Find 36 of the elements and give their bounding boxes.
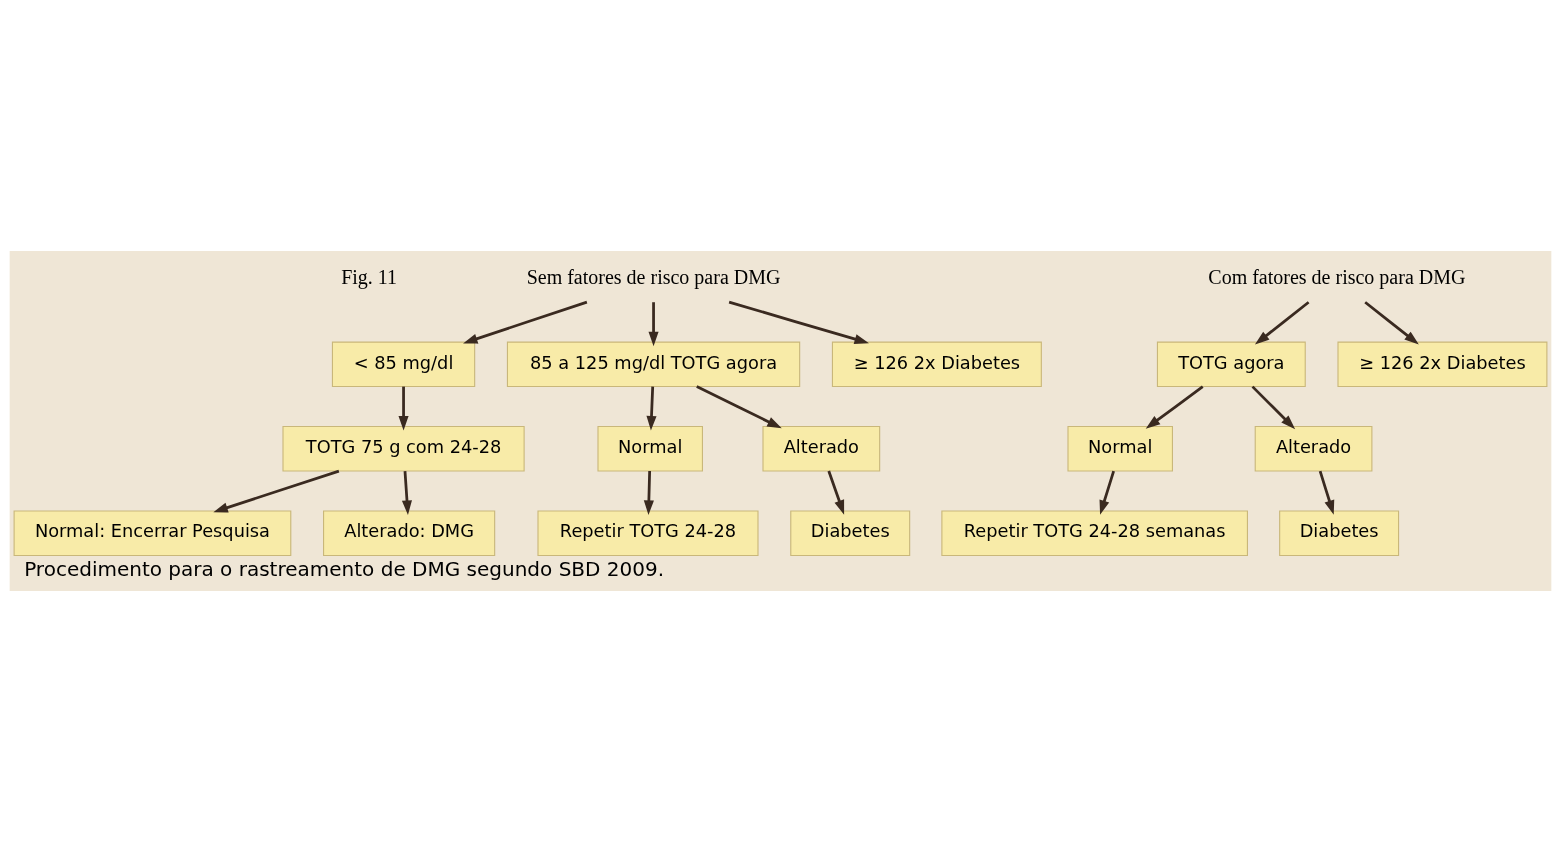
node-box: ≥ 126 2x Diabetes xyxy=(1337,341,1548,388)
node-box: ≥ 126 2x Diabetes xyxy=(831,341,1042,388)
arrow xyxy=(1099,470,1115,515)
node-box: 85 a 125 mg/dl TOTG agora xyxy=(506,341,801,388)
node-box: Diabetes xyxy=(790,510,911,556)
arrow xyxy=(646,386,657,431)
node-box: Alterado xyxy=(762,426,881,472)
arrow xyxy=(1251,385,1296,430)
node-box: Normal xyxy=(1067,426,1173,472)
arrow xyxy=(398,386,409,431)
node-box: Alterado: DMG xyxy=(323,510,496,556)
arrow xyxy=(213,469,340,513)
node-box: Normal xyxy=(597,426,703,472)
arrow xyxy=(1364,301,1419,345)
node-box: Diabetes xyxy=(1279,510,1400,556)
node-box: Repetir TOTG 24-28 semanas xyxy=(941,510,1248,556)
arrow xyxy=(696,385,782,429)
node-box: TOTG 75 g com 24-28 xyxy=(282,426,525,472)
node-text: Com fatores de risco para DMG xyxy=(1208,265,1466,288)
caption: Procedimento para o rastreamento de DMG segundo SBD 2009. xyxy=(24,556,665,581)
arrow xyxy=(1254,301,1310,345)
arrow xyxy=(648,302,659,347)
node-text: Sem fatores de risco para DMG xyxy=(526,265,781,288)
node-box: Repetir TOTG 24-28 xyxy=(537,510,759,556)
node-box: < 85 mg/dl xyxy=(331,341,476,388)
node-box: TOTG agora xyxy=(1156,341,1306,388)
node-box: Normal: Encerrar Pesquisa xyxy=(13,510,292,556)
arrow xyxy=(827,470,845,515)
arrow xyxy=(1145,385,1204,429)
label: Fig. 11 xyxy=(341,265,398,288)
arrow xyxy=(1318,470,1335,515)
arrow xyxy=(401,470,413,515)
node-box: Alterado xyxy=(1254,426,1373,472)
arrow xyxy=(463,300,588,344)
arrow xyxy=(728,300,869,345)
arrow xyxy=(643,471,654,515)
